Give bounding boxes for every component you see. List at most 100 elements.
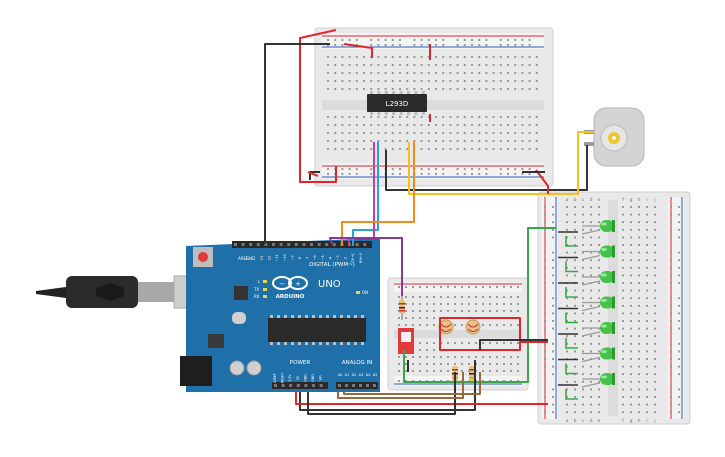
analog-pin-label: A5 <box>373 373 378 377</box>
digital-pin-label: 12 <box>268 256 272 261</box>
column-letter-top: h <box>638 197 641 203</box>
digital-pin-label: 8 <box>298 256 302 259</box>
power-pin-label: GND <box>303 374 307 382</box>
led-4[interactable] <box>581 296 615 312</box>
digital-pin-label: ~9 <box>290 255 294 261</box>
wire-black[interactable] <box>299 360 476 411</box>
column-letter-top: e <box>598 198 601 203</box>
led-7[interactable] <box>581 373 615 388</box>
digital-pin-label: RX←0 <box>359 252 363 263</box>
wire-red[interactable] <box>439 317 521 351</box>
digital-header <box>232 241 372 248</box>
digital-pin-label: ~10 <box>283 253 287 261</box>
column-letter-top: j <box>653 197 655 203</box>
column-letter-top: b <box>574 197 577 203</box>
power-pin-label: Vin <box>319 375 323 380</box>
wire-brown[interactable] <box>343 372 481 395</box>
power-pin-label: RESET <box>281 373 285 383</box>
led-1[interactable] <box>581 220 615 235</box>
digital-pin-label: ~3 <box>336 255 340 260</box>
led-2[interactable] <box>581 245 615 261</box>
l293d-chip[interactable]: L293D <box>367 91 427 115</box>
resistor-ldr-2 <box>469 366 475 382</box>
led-signal-wire[interactable] <box>565 363 578 375</box>
usb-cable[interactable] <box>36 275 199 309</box>
tx-label: TX <box>253 287 259 292</box>
column-letter-bottom: a <box>566 419 569 424</box>
column-letter-bottom: e <box>598 419 601 424</box>
analog-pin-label: A3 <box>359 373 364 377</box>
microcontroller-chip <box>268 318 366 342</box>
slide-switch[interactable] <box>398 328 414 354</box>
led-signal-wire[interactable] <box>565 236 578 247</box>
model-label: UNO <box>318 279 341 290</box>
wire-red[interactable] <box>295 392 548 405</box>
digital-pin-label: 7 <box>306 257 310 259</box>
digital-pin-label: 4 <box>328 256 332 259</box>
brand-label: ARDUINO <box>276 294 305 300</box>
analog-pin-label: A2 <box>352 373 357 377</box>
capacitor-2 <box>246 360 262 376</box>
wire-purple[interactable] <box>329 237 403 296</box>
column-letter-top: d <box>590 197 593 203</box>
wire-black[interactable] <box>479 339 548 350</box>
photoresistor-2[interactable] <box>465 319 481 335</box>
column-letter-bottom: f <box>622 418 624 424</box>
svg-text:−: − <box>279 280 285 288</box>
wire-black[interactable] <box>264 43 330 244</box>
l-led-label: L <box>258 279 261 284</box>
wire-brown[interactable] <box>337 372 464 399</box>
wire-green[interactable] <box>403 227 556 383</box>
digital-pin-label: TX→1 <box>351 253 355 264</box>
digital-label: DIGITAL (PWM~) <box>309 262 355 268</box>
column-letter-bottom: b <box>574 418 577 424</box>
led-signal-wire[interactable] <box>565 338 578 349</box>
analog-pin-label: A1 <box>345 373 350 377</box>
led-5[interactable] <box>581 322 615 337</box>
wire-red[interactable] <box>307 171 319 177</box>
column-letter-top: a <box>566 198 569 203</box>
analog-pin-label: A4 <box>366 373 371 377</box>
wires <box>264 29 594 415</box>
rx-label: RX <box>254 294 260 299</box>
wire-yellow[interactable] <box>408 131 594 195</box>
power-pin-label: 5V <box>296 375 300 380</box>
power-pin-label: IOREF <box>273 373 277 383</box>
svg-text:+: + <box>295 280 301 288</box>
power-pin-label: 3.3V <box>288 374 292 382</box>
column-letter-bottom: h <box>638 418 641 424</box>
top-breadboard[interactable] <box>314 27 554 187</box>
led-signal-wire[interactable] <box>565 261 578 273</box>
led-signal-wire[interactable] <box>565 312 578 324</box>
led-signal-wire[interactable] <box>565 287 578 298</box>
wire-red[interactable] <box>343 43 373 58</box>
on-label: ON <box>362 290 368 295</box>
dc-motor[interactable] <box>584 107 645 167</box>
top-breadboard-holes <box>327 39 538 175</box>
arduino-logo: − + <box>272 276 308 290</box>
wire-black[interactable] <box>385 145 588 191</box>
column-letter-top: c <box>582 198 585 203</box>
led-3[interactable] <box>581 271 615 286</box>
photoresistor-1[interactable] <box>438 319 454 335</box>
digital-pin-label: ~11 <box>275 254 279 262</box>
column-letter-top: i <box>646 197 647 203</box>
leds[interactable] <box>581 220 615 388</box>
led-6[interactable] <box>581 347 615 363</box>
digital-pin-label: 13 <box>260 256 264 261</box>
column-letter-bottom: i <box>646 418 647 424</box>
wire-red[interactable] <box>299 29 337 183</box>
column-letter-bottom: c <box>582 419 585 424</box>
led-signal-wire[interactable] <box>565 389 578 400</box>
analog-label: ANALOG IN <box>342 360 373 366</box>
column-letter-bottom: j <box>653 418 655 424</box>
voltage-regulator <box>208 334 224 348</box>
power-label: POWER <box>290 360 311 366</box>
wire-red[interactable] <box>535 169 549 194</box>
power-jack <box>180 356 212 386</box>
wire-orange[interactable] <box>341 142 415 246</box>
